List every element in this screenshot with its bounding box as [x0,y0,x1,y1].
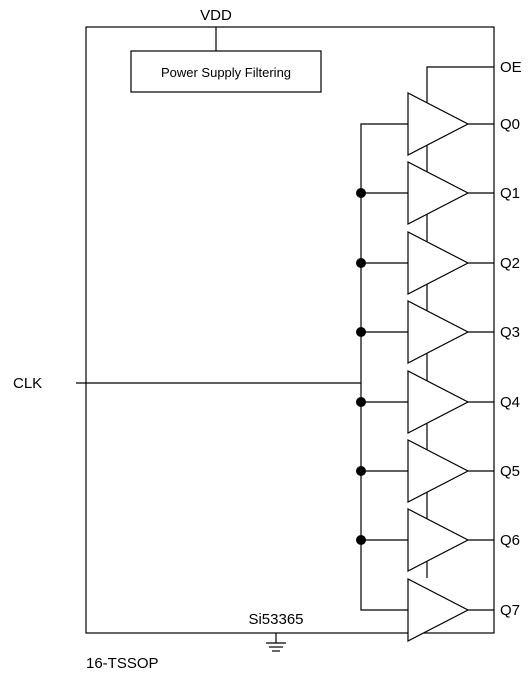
power-supply-filtering-box [130,50,322,93]
buffer-triangle [407,578,470,642]
oe-label: OE [500,59,522,76]
vdd-label: VDD [200,7,232,24]
junction-dot [356,258,366,268]
output-label-q1: Q1 [500,185,520,202]
power-supply-filtering-label: Power Supply Filtering [161,65,291,80]
output-label-q5: Q5 [500,463,520,480]
clock-distribution-bus [360,123,408,611]
package-label: 16-TSSOP [86,655,159,672]
output-label-q7: Q7 [500,602,520,619]
part-number-label: Si53365 [248,611,303,628]
buffer-triangle [407,508,470,572]
output-label-q6: Q6 [500,532,520,549]
buffer-triangle [407,370,470,434]
buffer-triangle [407,231,470,295]
junction-dot [356,397,366,407]
output-label-q4: Q4 [500,394,520,411]
output-label-q2: Q2 [500,255,520,272]
junction-dot [356,535,366,545]
buffer-triangle [407,92,470,156]
output-label-q3: Q3 [500,324,520,341]
junction-dot [356,466,366,476]
buffer-triangle [407,439,470,503]
junction-dot [356,327,366,337]
output-label-q0: Q0 [500,116,520,133]
ground-symbol-icon [266,633,286,652]
clk-label: CLK [13,375,42,392]
buffer-triangle [407,300,470,364]
junction-dot [356,188,366,198]
buffer-triangle [407,161,470,225]
